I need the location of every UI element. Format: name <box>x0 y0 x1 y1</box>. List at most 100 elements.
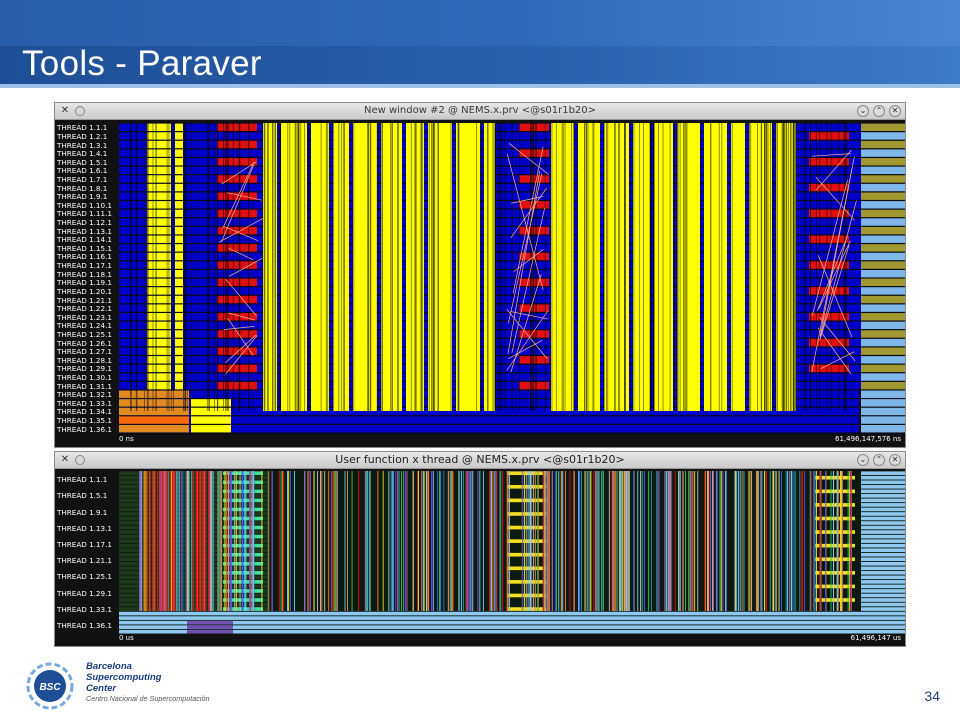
window-titlebar[interactable]: ✕ User function x thread @ NEMS.x.prv <@… <box>55 452 905 469</box>
bsc-logo-text: Barcelona Supercomputing Center Centro N… <box>86 661 209 704</box>
running-segment <box>263 123 277 411</box>
maximize-icon[interactable]: ⌃ <box>873 454 885 466</box>
tail-segment <box>861 175 905 183</box>
function-tick <box>679 471 680 611</box>
function-tick <box>391 471 393 611</box>
function-tick <box>537 471 539 611</box>
running-segment <box>175 209 183 218</box>
function-tick <box>185 471 187 611</box>
event-tick <box>226 123 228 411</box>
event-tick <box>333 123 334 411</box>
function-tick <box>761 471 763 611</box>
function-tick <box>543 471 545 611</box>
function-tick <box>565 471 566 611</box>
function-tick <box>756 471 758 611</box>
function-tick <box>465 471 467 611</box>
mpi-segment <box>217 364 257 373</box>
function-segment <box>815 598 855 602</box>
tail-segment <box>861 252 905 261</box>
running-segment <box>147 175 171 183</box>
function-segment <box>861 571 905 575</box>
function-tick <box>423 471 425 611</box>
function-segment <box>861 498 905 503</box>
function-tick <box>601 471 603 611</box>
timeline-plot[interactable] <box>119 471 905 634</box>
communication-line <box>510 274 542 373</box>
close-x-icon[interactable]: ✕ <box>60 454 70 465</box>
function-segment <box>815 543 855 548</box>
function-segment <box>861 580 905 584</box>
event-tick <box>760 123 762 411</box>
function-segment <box>861 494 905 498</box>
function-segment <box>861 525 905 530</box>
function-tick <box>596 471 598 611</box>
thread-label: THREAD 1.25.1 <box>57 329 112 339</box>
function-tick <box>313 471 315 611</box>
function-tick <box>524 471 526 611</box>
communication-line <box>506 310 549 371</box>
function-tick <box>219 471 221 611</box>
event-tick <box>481 123 483 411</box>
menu-circle-icon[interactable] <box>75 455 85 465</box>
init-segment <box>119 407 189 416</box>
function-tick <box>628 471 630 611</box>
event-tick <box>487 123 489 411</box>
thread-label: THREAD 1.27.1 <box>57 347 112 357</box>
event-tick <box>367 123 368 411</box>
function-tick <box>193 471 195 611</box>
event-tick <box>144 123 145 411</box>
function-tick <box>597 471 599 611</box>
thread-label: THREAD 1.4.1 <box>57 149 108 159</box>
running-segment <box>147 132 171 140</box>
mpi-segment <box>809 158 849 166</box>
minimize-icon[interactable]: ⌄ <box>857 105 869 117</box>
bsc-logo: BSC <box>26 662 74 710</box>
running-segment <box>147 313 171 321</box>
function-tick <box>283 471 285 611</box>
function-tick <box>280 471 282 611</box>
function-tick <box>172 471 174 611</box>
running-segment <box>147 347 171 355</box>
mpi-segment <box>217 295 257 304</box>
communication-line <box>226 192 263 201</box>
mpi-segment <box>809 313 849 321</box>
minimize-icon[interactable]: ⌄ <box>857 454 869 466</box>
mpi-segment <box>217 209 257 218</box>
function-tick <box>294 471 295 611</box>
function-tick <box>344 471 346 611</box>
event-tick <box>772 123 774 411</box>
running-segment <box>191 399 231 407</box>
function-tick <box>188 471 190 611</box>
close-x-icon[interactable]: ✕ <box>60 105 70 116</box>
function-tick <box>603 471 604 611</box>
event-tick <box>649 123 651 411</box>
event-tick <box>267 123 269 411</box>
function-tick <box>392 471 394 611</box>
tail-segment <box>861 313 905 321</box>
close-icon[interactable]: ✕ <box>889 105 901 117</box>
function-tick <box>178 471 180 611</box>
user-function-window[interactable]: ✕ User function x thread @ NEMS.x.prv <@… <box>54 451 906 647</box>
timeline-plot[interactable] <box>119 123 905 435</box>
event-tick <box>437 123 439 411</box>
function-tick <box>500 471 502 611</box>
timeline-svg[interactable] <box>119 123 905 435</box>
running-segment <box>147 304 171 312</box>
thread-label: THREAD 1.24.1 <box>57 321 112 331</box>
paraver-timeline-window[interactable]: ✕ New window #2 @ NEMS.x.prv <@s01r1b20>… <box>54 102 906 448</box>
event-tick <box>493 123 495 411</box>
function-segment <box>861 557 905 562</box>
mpi-segment <box>809 183 849 192</box>
timeline-svg[interactable] <box>119 471 905 634</box>
function-segment <box>861 561 905 566</box>
function-tick <box>164 471 166 611</box>
close-icon[interactable]: ✕ <box>889 454 901 466</box>
tail-segment <box>861 201 905 209</box>
window-titlebar[interactable]: ✕ New window #2 @ NEMS.x.prv <@s01r1b20>… <box>55 103 905 120</box>
function-tick <box>736 471 738 611</box>
maximize-icon[interactable]: ⌃ <box>873 105 885 117</box>
menu-circle-icon[interactable] <box>75 106 85 116</box>
function-tick <box>489 471 490 611</box>
event-tick <box>280 123 282 411</box>
communication-line <box>225 334 257 363</box>
